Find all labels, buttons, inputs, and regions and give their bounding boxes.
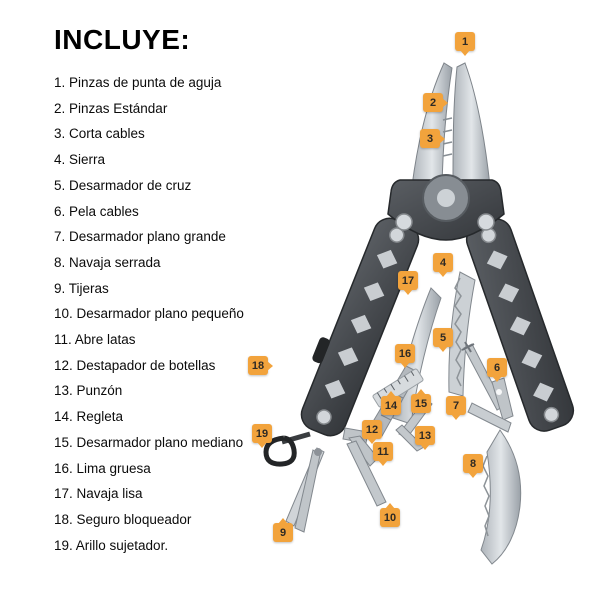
callout-9: 9 [273,518,293,542]
callout-pointer-icon [267,360,273,371]
callout-number: 14 [384,399,398,412]
callout-number: 19 [255,427,269,440]
handle-cutouts [324,249,398,399]
handle-screw [316,409,332,425]
legend-item: 8. Navaja serrada [54,254,161,270]
tool-flat-driver-large [467,402,512,433]
lock-tab [312,337,330,364]
callout-5: 5 [433,328,453,352]
callout-pointer-icon [442,97,448,108]
callout-pointer-icon [451,414,461,420]
handle-cutouts [486,250,554,402]
callout-12: 12 [362,420,382,444]
legend-item: 6. Pela cables [54,203,139,219]
tool-flat-driver-small [346,440,387,507]
callout-number: 8 [469,457,477,470]
callout-number: 4 [439,256,447,269]
legend-title: INCLUYE: [54,24,191,55]
legend-item: 4. Sierra [54,152,106,168]
callout-pointer-icon [420,444,430,450]
callout-1: 1 [455,32,475,56]
callout-number: 1 [461,35,469,48]
legend-item: 14. Regleta [54,409,124,425]
callout-pointer-icon [378,460,388,466]
callout-number: 5 [439,331,447,344]
legend-item: 15. Desarmador plano mediano [54,434,244,450]
left-handle [300,217,420,437]
callout-14: 14 [381,391,401,415]
callout-pointer-icon [367,438,377,444]
callout-4: 4 [433,253,453,277]
callout-pointer-icon [400,362,410,368]
callout-number: 13 [418,429,432,442]
tool-saw [448,271,476,397]
legend-item: 19. Arillo sujetador. [54,537,169,553]
callout-pointer-icon [438,271,448,277]
legend-item: 7. Desarmador plano grande [54,229,226,245]
callout-15: 15 [411,389,431,413]
tool-scissors [285,447,325,533]
callout-3: 3 [420,129,445,148]
callout-number: 7 [452,399,460,412]
callout-19: 19 [252,424,272,448]
legend-item: 2. Pinzas Estándar [54,100,168,116]
callout-18: 18 [248,356,273,375]
callout-pointer-icon [257,442,267,448]
callout-pointer-icon [385,503,395,509]
legend-item: 11. Abre latas [54,332,136,348]
legend-item: 10. Desarmador plano pequeño [54,306,244,322]
callout-number: 16 [398,347,412,360]
tool-wire-stripper [491,377,514,421]
callout-number: 9 [279,526,287,539]
callout-13: 13 [415,426,435,450]
callout-pointer-icon [438,346,448,352]
callout-pointer-icon [460,50,470,56]
callout-16: 16 [395,344,415,368]
callout-11: 11 [373,442,393,466]
callout-number: 11 [377,445,389,458]
callout-number: 10 [383,511,397,524]
legend-list: 1. Pinzas de punta de aguja 2. Pinzas Es… [54,70,284,558]
legend-item: 16. Lima gruesa [54,460,151,476]
legend-item: 9. Tijeras [54,280,109,296]
callout-pointer-icon [468,472,478,478]
legend-panel: INCLUYE: 1. Pinzas de punta de aguja 2. … [54,24,284,558]
legend-item: 17. Navaja lisa [54,486,143,502]
callout-17: 17 [398,271,418,295]
handle-screw [543,406,560,423]
callout-7: 7 [446,396,466,420]
callout-6: 6 [487,358,507,382]
callout-pointer-icon [386,391,396,397]
wire-cutter-notches [442,117,453,157]
callout-pointer-icon [416,389,426,395]
pivot-head [387,174,505,241]
legend-item: 13. Punzón [54,383,123,399]
callout-number: 18 [251,359,265,372]
callout-pointer-icon [403,289,413,295]
legend-item: 5. Desarmador de cruz [54,177,192,193]
callout-pointer-icon [278,518,288,524]
plier-jaws [411,62,491,187]
legend-item: 1. Pinzas de punta de aguja [54,75,222,90]
legend-item: 3. Corta cables [54,126,145,142]
callout-10: 10 [380,503,400,527]
callout-number: 12 [365,423,379,436]
callout-number: 17 [401,274,415,287]
tool-knife-serrated [480,429,522,565]
callout-pointer-icon [492,376,502,382]
legend-item: 12. Destapador de botellas [54,357,216,373]
callout-number: 6 [493,361,501,374]
callout-pointer-icon [439,133,445,144]
legend-item: 18. Seguro bloqueador [54,511,192,527]
callout-number: 3 [426,132,434,145]
lanyard-ring [263,431,311,467]
right-handle [465,218,575,432]
callout-2: 2 [423,93,448,112]
callout-8: 8 [463,454,483,478]
callout-number: 15 [414,397,428,410]
callout-number: 2 [429,96,437,109]
